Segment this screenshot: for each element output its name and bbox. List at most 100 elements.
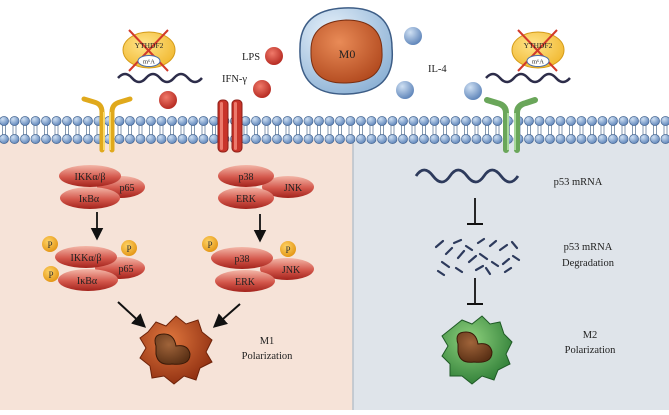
mrna-fragment [484, 266, 492, 276]
p38-label: p38 [239, 172, 254, 183]
lipid-head [198, 116, 209, 126]
mrna-fragment [503, 266, 513, 274]
lipid-head [324, 134, 335, 144]
lipid-head [335, 116, 345, 126]
lipid-head [366, 134, 377, 144]
lipid-head [408, 134, 419, 144]
ikba-phospho-protein [58, 269, 118, 291]
erk-label: ERK [236, 194, 257, 205]
m1-title: M1 [260, 336, 275, 347]
lipid-head [597, 134, 608, 144]
mrna-fragment [474, 264, 485, 272]
lipid-head [30, 116, 41, 126]
lipid-head [639, 134, 650, 144]
lipid-head [261, 134, 272, 144]
mrna-fragment [464, 244, 474, 252]
p65-phospho-label: p65 [119, 264, 134, 275]
mrna-fragment [444, 246, 454, 256]
lipid-head [198, 134, 209, 144]
arrow-to-m1-left [117, 301, 147, 328]
lipid-head [188, 116, 198, 126]
m6a-badge-left [137, 55, 161, 67]
lipid-head [135, 116, 146, 126]
lipid-head [282, 116, 293, 126]
lipid-head [41, 134, 51, 144]
lipid-head [314, 116, 324, 126]
lipid-head [114, 134, 125, 144]
lipid-head [125, 134, 135, 144]
phospho-badge-5 [280, 241, 296, 257]
lipid-head [41, 116, 51, 126]
lipid-head [419, 116, 429, 126]
lipid-head [156, 116, 167, 126]
lipid-head [209, 134, 219, 144]
phospho-badge-1 [42, 236, 58, 252]
lipid-head [471, 116, 482, 126]
erk-protein [218, 187, 274, 209]
lipid-head [9, 116, 20, 126]
lipid-head [429, 134, 440, 144]
mrna-fragment [498, 243, 509, 252]
m2-macrophage [441, 315, 513, 385]
lipid-head [629, 116, 639, 126]
arrow-to-m1-right [212, 303, 241, 328]
inhibition-cross-right-2 [517, 29, 558, 72]
p38-phospho-protein [211, 247, 273, 269]
lipid-head [272, 134, 282, 144]
degradation-label-2: Degradation [562, 258, 615, 269]
lipid-head [440, 116, 450, 126]
lipid-head [650, 134, 660, 144]
lipid-head [188, 134, 198, 144]
phospho-badge-4 [202, 236, 218, 252]
lipid-head [146, 116, 156, 126]
ikk-label: IKKα/β [75, 172, 106, 183]
ikba-protein [60, 187, 120, 209]
lipid-head [20, 134, 30, 144]
lipid-head [72, 134, 83, 144]
mrna-strand-right [485, 72, 571, 84]
lipid-head [251, 116, 261, 126]
lps-label: LPS [242, 52, 260, 63]
lipid-head [261, 116, 272, 126]
lipid-head [440, 134, 450, 144]
lipid-head [471, 134, 482, 144]
lipid-head [356, 116, 366, 126]
ythdf2-complex-right: YTHDF2 m⁶A [485, 29, 571, 84]
lipid-head [555, 134, 566, 144]
mrna-fragment [440, 260, 451, 269]
lipid-head [72, 116, 83, 126]
lipid-head [156, 134, 167, 144]
lipid-head [377, 116, 387, 126]
m6a-badge-right [526, 55, 550, 67]
lipid-head [482, 116, 492, 126]
lipid-head [450, 116, 461, 126]
ifn-ligand [253, 80, 271, 98]
inhibition-cross-left-2 [128, 29, 169, 72]
ikba-label: IκBα [79, 194, 100, 205]
phospho-badge-3 [43, 266, 59, 282]
lipid-head [566, 116, 576, 126]
jnk-phospho-label: JNK [282, 265, 301, 276]
lipid-head [461, 116, 471, 126]
erk-phospho-label: ERK [235, 277, 256, 288]
lipid-head [324, 116, 335, 126]
nfkb-complex-top: IKKα/β p65 IκBα [59, 165, 145, 209]
lipid-head [587, 134, 597, 144]
lipid-head [377, 134, 387, 144]
lipid-head [83, 134, 93, 144]
lipid-head [608, 134, 618, 144]
receptor-ifn-red [217, 99, 243, 153]
lipid-head [345, 134, 356, 144]
lipid-head [461, 134, 471, 144]
lipid-head [251, 134, 261, 144]
m6a-label-left: m⁶A [143, 59, 155, 66]
jnk-protein [262, 176, 314, 198]
lipid-head [419, 134, 429, 144]
lipid-head [660, 134, 669, 144]
lipid-head [125, 116, 135, 126]
mrna-fragment [454, 266, 464, 274]
lipid-head [30, 134, 41, 144]
mrna-fragment [467, 254, 478, 264]
receptor-il4-green [484, 97, 538, 153]
lipid-head [20, 116, 30, 126]
